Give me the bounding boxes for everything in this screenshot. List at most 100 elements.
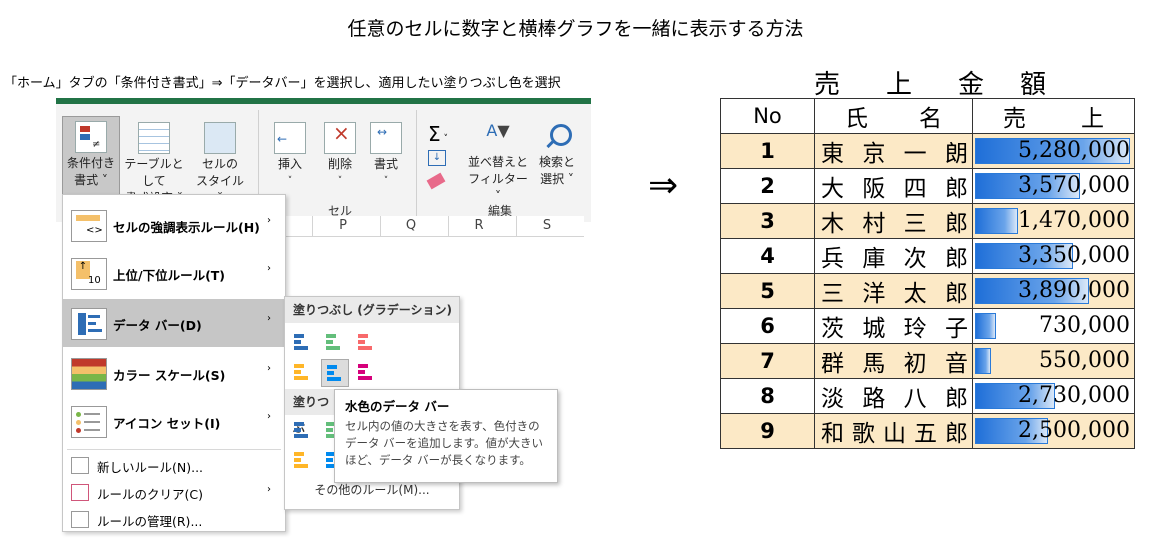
name-char: 郎 (944, 386, 968, 412)
cell-no[interactable]: 3 (720, 203, 815, 239)
delete-button[interactable]: × 削除 ˅ (320, 118, 360, 198)
icon-set-icon (71, 406, 107, 438)
conditional-format-button[interactable]: ≠ 条件付き 書式 ˅ (62, 116, 120, 198)
gradient-green-swatch[interactable] (323, 331, 345, 353)
cell-name[interactable]: 群馬初音 (814, 343, 973, 379)
name-char: 村 (862, 211, 886, 237)
cell-sales[interactable]: 3,570,000 (972, 168, 1135, 204)
gradient-red-swatch[interactable] (355, 331, 377, 353)
format-button[interactable]: ↔ 書式 ˅ (366, 118, 406, 198)
menu-item-new-rule[interactable]: 新しいルール(N)... (63, 451, 285, 479)
tooltip-body: セル内の値の大きさを表す、色付きのデータ バーを追加します。値が大きいほど、デー… (345, 419, 544, 467)
cell-name[interactable]: 木村三郎 (814, 203, 973, 239)
gradient-purple-swatch[interactable] (355, 361, 377, 383)
conditional-format-menu: <> セルの強調表示ルール(H) › ↑ 10 上位/下位ルール(T) › デー… (62, 194, 286, 532)
solid-green-swatch[interactable] (323, 419, 345, 441)
solid-blue-swatch[interactable] (291, 419, 313, 441)
menu-item-color-scale[interactable]: カラー スケール(S) › (63, 349, 285, 397)
gradient-orange-swatch[interactable] (291, 361, 313, 383)
cell-name[interactable]: 東京一朗 (814, 133, 973, 169)
data-bar (975, 313, 996, 339)
cell-no[interactable]: 8 (720, 378, 815, 414)
format-as-table-label-1: テーブルとして (124, 157, 184, 188)
cell-sales[interactable]: 3,890,000 (972, 273, 1135, 309)
cell-sales[interactable]: 1,470,000 (972, 203, 1135, 239)
page-title: 任意のセルに数字と横棒グラフを一緒に表示する方法 (347, 18, 804, 40)
solid-lightblue-swatch[interactable] (323, 449, 345, 471)
insert-button[interactable]: ← 挿入 ˅ (270, 118, 310, 198)
gradient-blue-swatch[interactable] (291, 331, 313, 353)
menu-item-top-bottom[interactable]: ↑ 10 上位/下位ルール(T) › (63, 249, 285, 297)
cell-sales[interactable]: 550,000 (972, 343, 1135, 379)
cell-name[interactable]: 大阪四郎 (814, 168, 973, 204)
delete-label: 削除 (327, 157, 352, 171)
name-char: 阪 (862, 176, 886, 202)
cell-name[interactable]: 和歌山五郎 (814, 413, 973, 449)
name-char: 山 (883, 421, 906, 447)
table-title-char: 上 (886, 70, 913, 100)
more-rules-link[interactable]: その他のルール(M)... (314, 483, 430, 497)
cell-no[interactable]: 7 (720, 343, 815, 379)
autosum-icon[interactable]: Σ ˅ (428, 122, 449, 146)
column-header-s[interactable]: S (516, 216, 577, 236)
cell-no[interactable]: 2 (720, 168, 815, 204)
cell-sales[interactable]: 3,350,000 (972, 238, 1135, 274)
column-header-q[interactable]: Q (380, 216, 441, 236)
cell-name[interactable]: 兵庫次郎 (814, 238, 973, 274)
data-bar (975, 278, 1089, 304)
sort-filter-button[interactable]: A▼ 並べ替えと フィルター ˅ (468, 118, 528, 203)
column-header-r[interactable]: R (448, 216, 509, 236)
top-bottom-icon: ↑ 10 (71, 258, 107, 290)
cell-sales[interactable]: 2,500,000 (972, 413, 1135, 449)
format-as-table-button[interactable]: テーブルとして 書式設定 ˅ (122, 118, 186, 205)
menu-item-clear-rules[interactable]: ルールのクリア(C) › (63, 478, 285, 506)
fill-icon[interactable]: ↓ (428, 150, 446, 166)
name-char: 東 (821, 141, 844, 167)
find-select-button[interactable]: 検索と 選択 ˅ (532, 118, 582, 198)
name-char: 茨 (821, 316, 844, 342)
column-header-p[interactable]: P (312, 216, 373, 236)
data-bar (975, 418, 1048, 444)
table-title-char: 売 (814, 70, 841, 100)
menu-item-label: アイコン セット(I) (113, 416, 221, 431)
cell-no[interactable]: 5 (720, 273, 815, 309)
sales-value: 730,000 (1039, 313, 1130, 338)
name-char: 一 (903, 141, 927, 167)
cell-name[interactable]: 茨城玲子 (814, 308, 973, 344)
cell-styles-label-1: セルの (201, 157, 238, 171)
name-char: 京 (862, 141, 886, 167)
cell-styles-button[interactable]: セルの スタイル ˅ (192, 118, 248, 205)
eraser-icon[interactable] (426, 172, 446, 190)
solid-orange-swatch[interactable] (291, 449, 313, 471)
menu-item-label: セルの強調表示ルール(H) (113, 220, 260, 235)
cell-sales[interactable]: 730,000 (972, 308, 1135, 344)
cell-no[interactable]: 4 (720, 238, 815, 274)
name-char: 子 (944, 316, 968, 342)
name-char: 四 (903, 176, 927, 202)
cell-name[interactable]: 淡路八郎 (814, 378, 973, 414)
name-char: 城 (862, 316, 886, 342)
cell-no[interactable]: 9 (720, 413, 815, 449)
menu-item-icon-set[interactable]: アイコン セット(I) › (63, 397, 285, 445)
cells-group-label: セル (328, 204, 353, 218)
new-rule-icon (71, 457, 89, 474)
sales-value: 1,470,000 (1018, 208, 1130, 233)
cell-no[interactable]: 6 (720, 308, 815, 344)
conditional-format-label-2: 書式 ˅ (74, 173, 108, 187)
arrow-symbol: ⇒ (648, 165, 679, 206)
menu-item-highlight-rules[interactable]: <> セルの強調表示ルール(H) › (63, 201, 285, 249)
name-char: 朗 (944, 141, 968, 167)
gradient-lightblue-swatch[interactable] (321, 359, 349, 387)
data-bar (975, 348, 991, 374)
cell-no[interactable]: 1 (720, 133, 815, 169)
instruction-text: 「ホーム」タブの「条件付き書式」⇒「データバー」を選択し、適用したい塗りつぶし色… (4, 76, 561, 91)
cell-sales[interactable]: 5,280,000 (972, 133, 1135, 169)
submenu-arrow-icon: › (267, 215, 271, 226)
conditional-format-icon: ≠ (75, 121, 107, 153)
cell-sales[interactable]: 2,730,000 (972, 378, 1135, 414)
menu-item-data-bar[interactable]: データ バー(D) › (63, 299, 285, 347)
menu-item-manage-rules[interactable]: ルールの管理(R)... (63, 505, 285, 533)
cell-name[interactable]: 三洋太郎 (814, 273, 973, 309)
